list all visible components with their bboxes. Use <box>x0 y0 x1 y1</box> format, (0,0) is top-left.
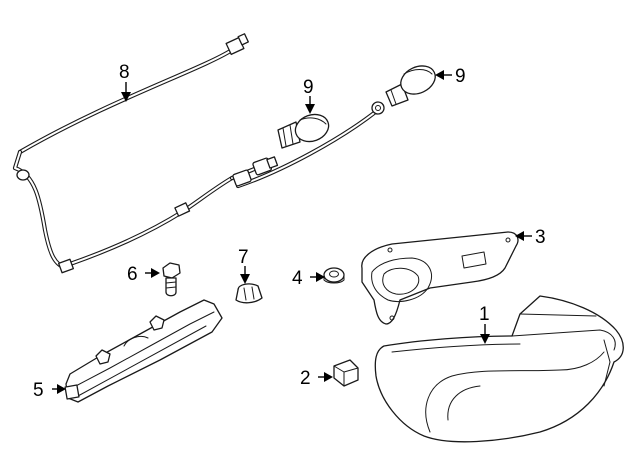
callout-5: 5 <box>33 380 44 401</box>
lamp-bracket <box>361 231 519 325</box>
socket-bracket <box>333 359 359 387</box>
bulb-right <box>385 65 436 107</box>
bolt <box>162 262 181 297</box>
tail-lamp-assembly <box>374 295 624 443</box>
bulb-left <box>277 113 330 149</box>
callout-1: 1 <box>479 304 490 325</box>
callout-4: 4 <box>292 268 303 289</box>
clip <box>235 283 263 304</box>
wiring-harness <box>12 33 385 274</box>
callout-9-left: 9 <box>303 77 314 98</box>
callout-9-right: 9 <box>455 66 466 87</box>
callout-7: 7 <box>238 247 249 268</box>
callout-6: 6 <box>127 264 138 285</box>
callout-2: 2 <box>300 368 311 389</box>
side-marker-lamp <box>64 299 223 403</box>
callout-3: 3 <box>535 227 546 248</box>
callout-8: 8 <box>119 62 130 83</box>
nut <box>323 267 345 284</box>
